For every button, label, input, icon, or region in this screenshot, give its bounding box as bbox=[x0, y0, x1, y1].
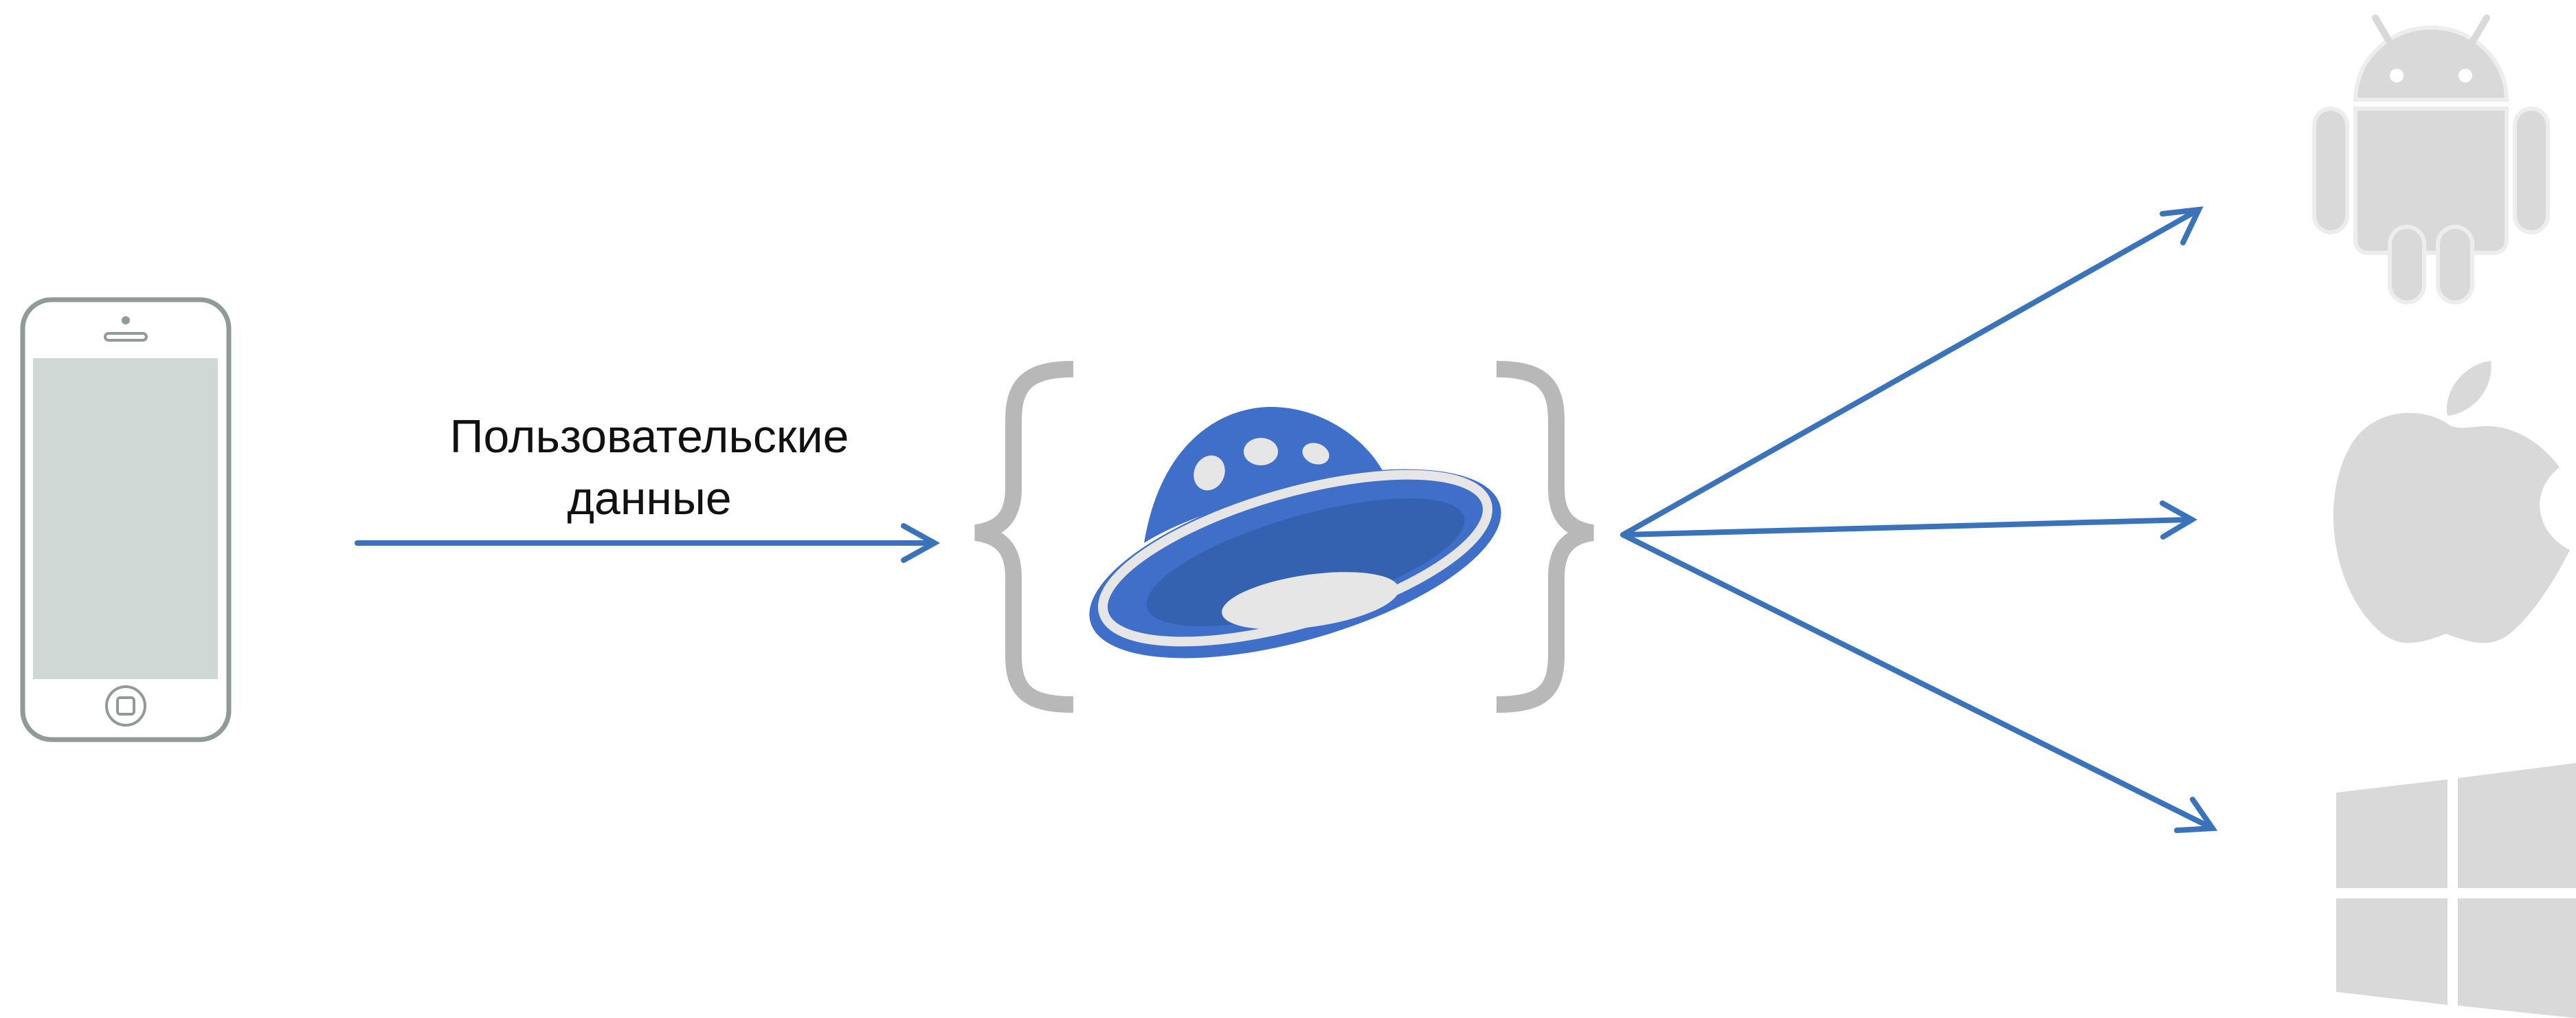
windows-icon bbox=[2336, 763, 2576, 1018]
arrow-to-apple bbox=[1620, 500, 2198, 540]
user-data-label: Пользовательские данные bbox=[395, 406, 904, 529]
left-brace bbox=[974, 361, 1074, 713]
arrow-to-windows bbox=[1620, 532, 2218, 833]
arrow-to-android bbox=[1620, 206, 2204, 538]
user-data-label-line1: Пользовательские bbox=[449, 410, 849, 463]
ufo-logo-icon bbox=[1089, 407, 1501, 659]
right-brace bbox=[1496, 361, 1595, 713]
android-icon bbox=[2312, 14, 2550, 305]
phone-icon bbox=[20, 297, 232, 742]
apple-icon bbox=[2333, 361, 2570, 643]
user-data-label-line2: данные bbox=[567, 472, 732, 524]
arrow-to-hub bbox=[355, 523, 941, 563]
